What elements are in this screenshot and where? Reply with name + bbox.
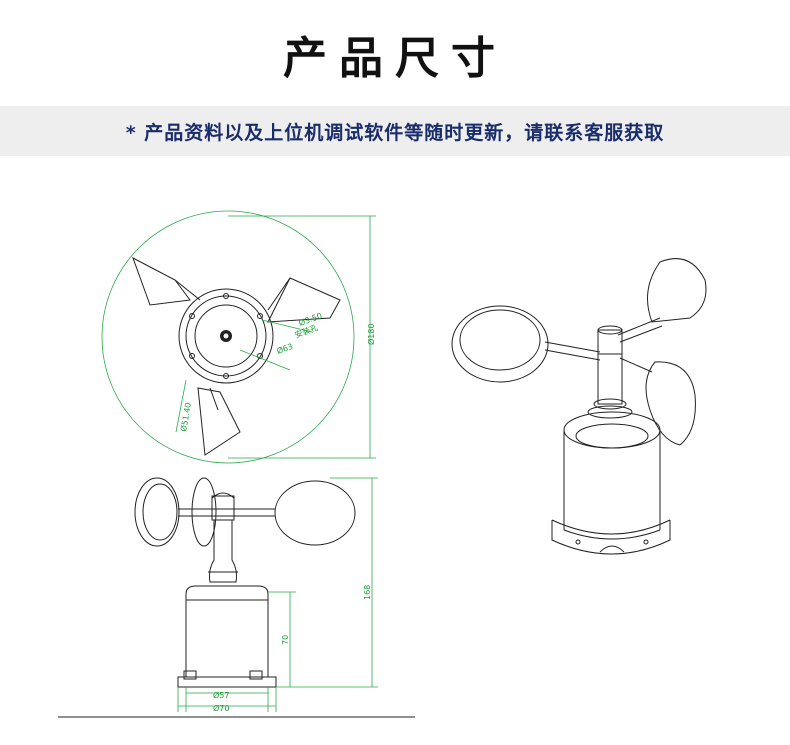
hub-inner (194, 304, 258, 368)
top-view: Ø180 Ø3.50 安装孔 Ø63 Ø51.40 (101, 210, 376, 464)
mounting-hole (189, 353, 195, 359)
d51-label: Ø51.40 (178, 402, 193, 432)
mounting-hole (257, 313, 263, 319)
h70-label: 70 (281, 635, 290, 645)
d70-label: Ø70 (213, 703, 229, 713)
notice-text: * 产品资料以及上位机调试软件等随时更新，请联系客服获取 (125, 122, 665, 144)
cup-arm-lower (197, 387, 241, 456)
left-cup (134, 477, 180, 547)
perspective-left-cup (451, 305, 549, 383)
d63-label: Ø63 (275, 341, 294, 356)
cup-arm-right (267, 277, 341, 323)
front-view: 168 70 Ø57 Ø70 (58, 477, 415, 718)
h168-label: 168 (363, 585, 372, 600)
mounting-hole (223, 293, 229, 299)
perspective-base-top (563, 411, 661, 449)
d57-label: Ø57 (213, 690, 229, 700)
mounting-hole (223, 373, 229, 379)
base-flange (177, 676, 277, 688)
perspective-view (451, 258, 707, 555)
hub-cap (211, 495, 235, 521)
perspective-shaft (597, 353, 623, 405)
middle-cup (191, 477, 217, 547)
perspective-lower-cup (645, 361, 696, 446)
notice-banner (0, 106, 790, 156)
perspective-flange (551, 520, 671, 555)
shaft (209, 520, 237, 583)
page-title: 产品尺寸 (283, 33, 507, 84)
cup-arm-upper-left (132, 256, 191, 306)
mounting-hole (257, 353, 263, 359)
base-body (185, 585, 269, 678)
d180-label: Ø180 (366, 323, 376, 345)
perspective-top-cup (647, 258, 707, 323)
hub-outer (178, 288, 274, 384)
right-cup (274, 480, 356, 546)
mounting-hole (189, 313, 195, 319)
outer-diameter-circle (101, 210, 355, 464)
